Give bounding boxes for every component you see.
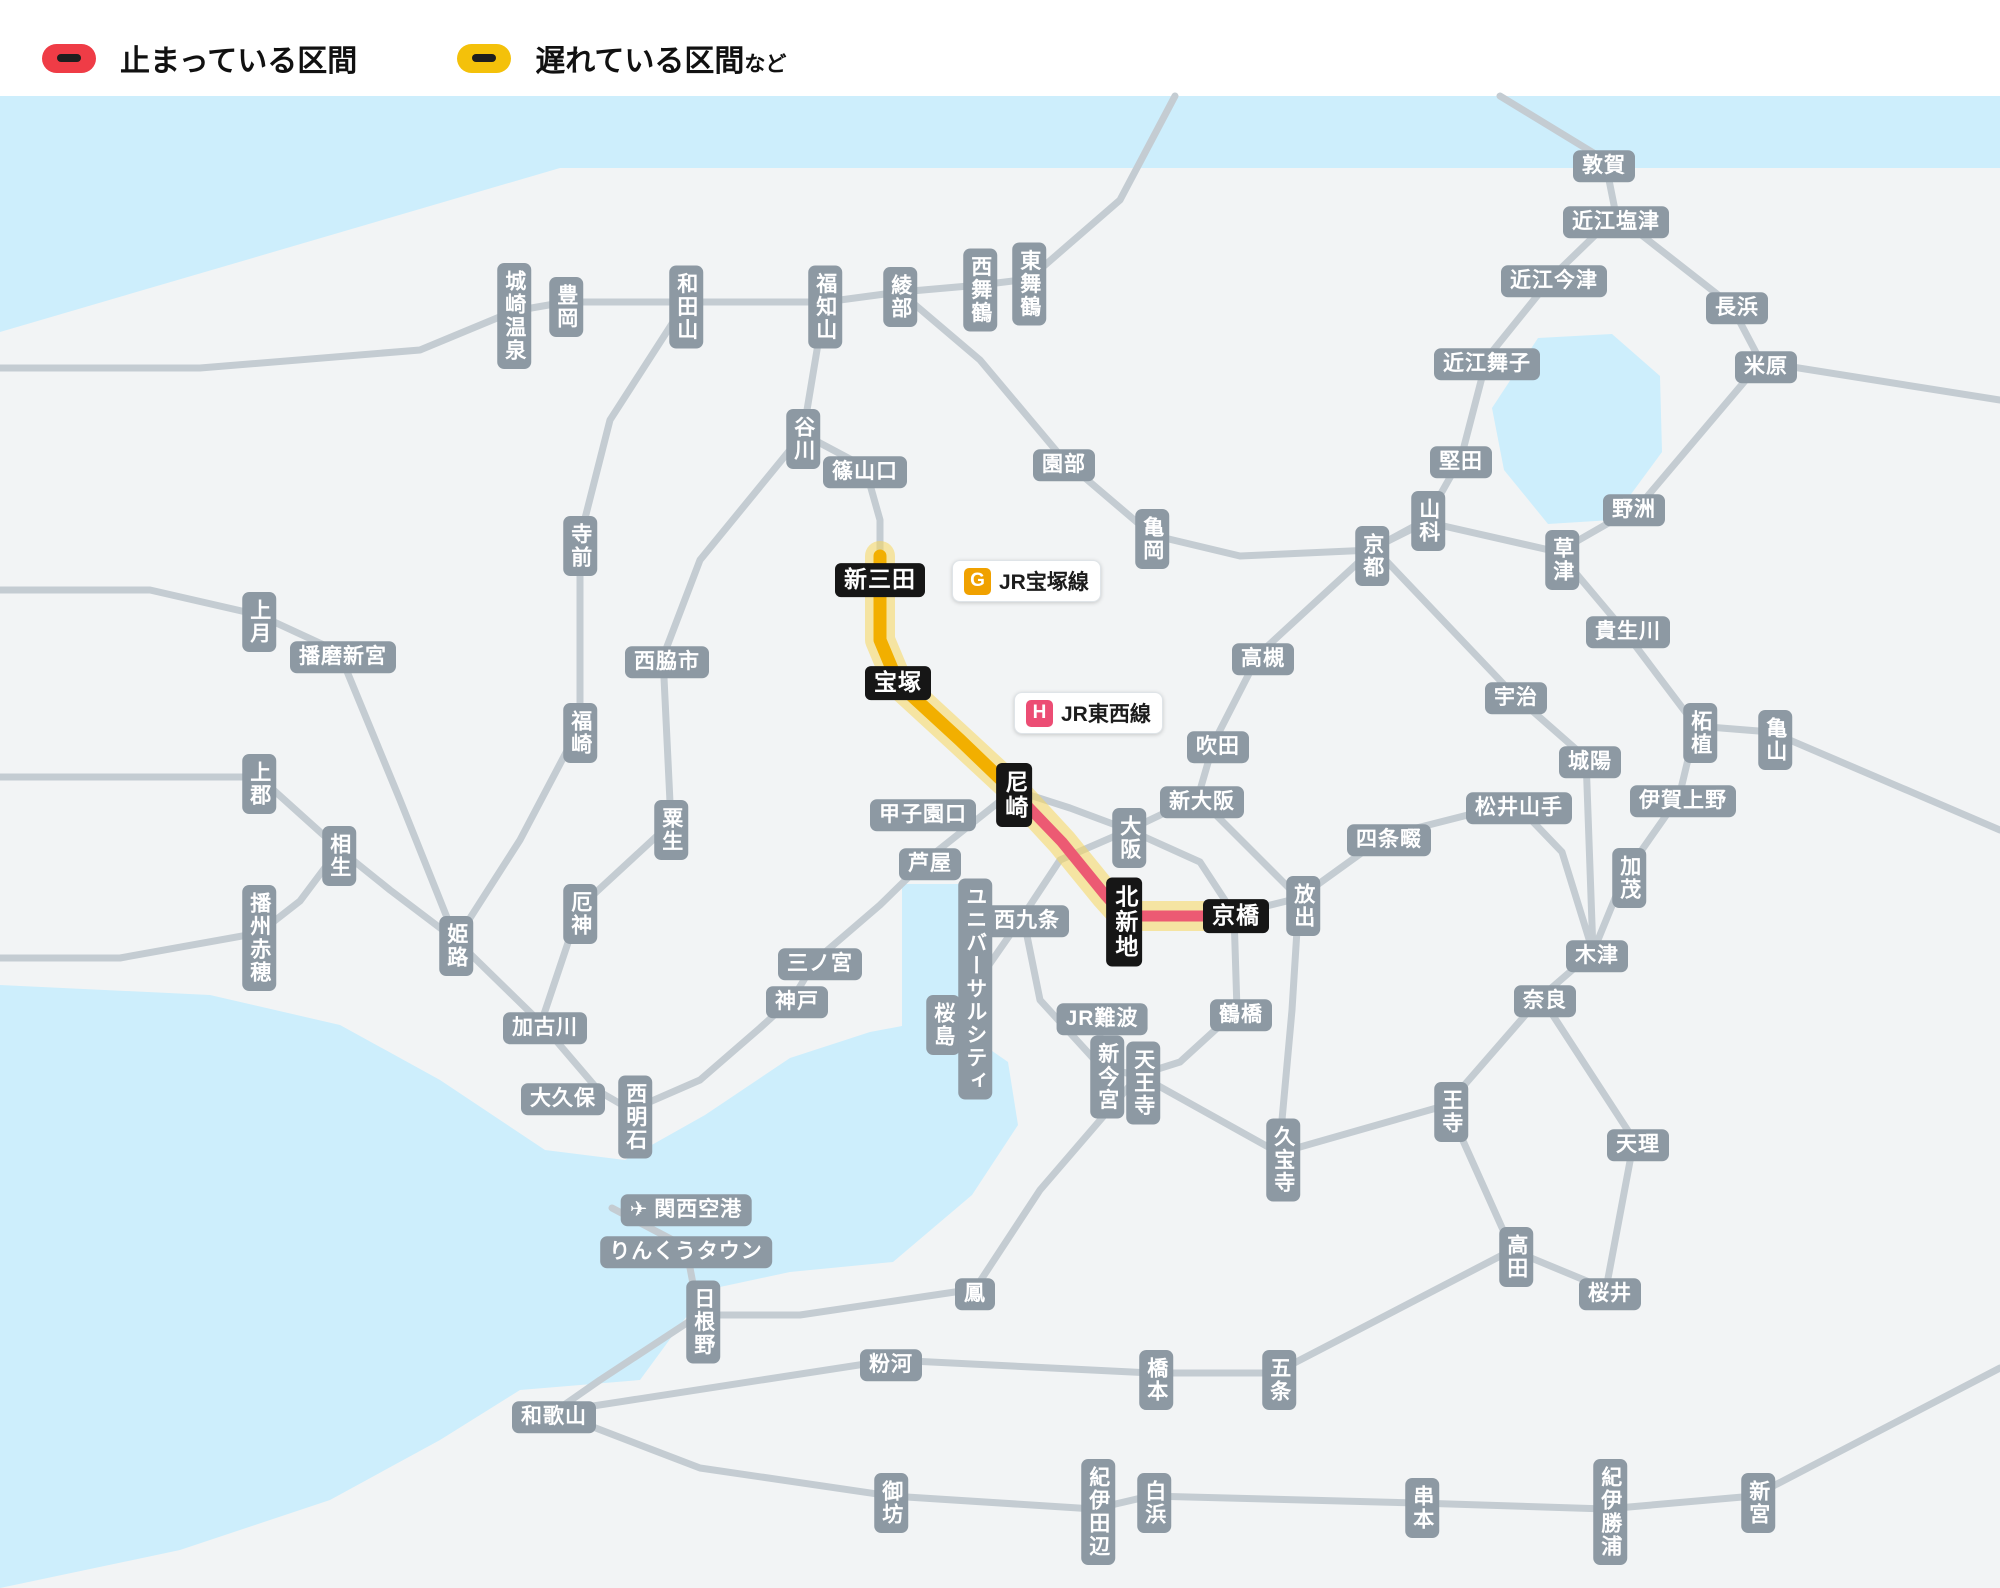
lake-biwa [1492,334,1662,524]
tozai-line-label: JR東西線 [1061,703,1151,726]
delayed-legend-label: 遅れている区間など [535,45,787,78]
delayed-legend-suffix: など [744,53,787,76]
line-badge-takarazuka: G JR宝塚線 [952,560,1101,602]
tozai-line-icon: H [1026,699,1053,727]
delayed-segment-swatch [457,43,512,73]
line-badge-tozai: H JR東西線 [1014,692,1163,734]
sea-north [0,96,2000,332]
takarazuka-line-icon: G [964,567,991,595]
takarazuka-line-label: JR宝塚線 [999,571,1089,594]
stopped-legend-label: 止まっている区間 [120,45,358,78]
legend: 止まっている区間 遅れている区間など [42,36,786,80]
osaka-bay [0,884,1018,1588]
stopped-segment-swatch [42,43,96,73]
stopped-route-tozai-line [1008,786,1242,922]
